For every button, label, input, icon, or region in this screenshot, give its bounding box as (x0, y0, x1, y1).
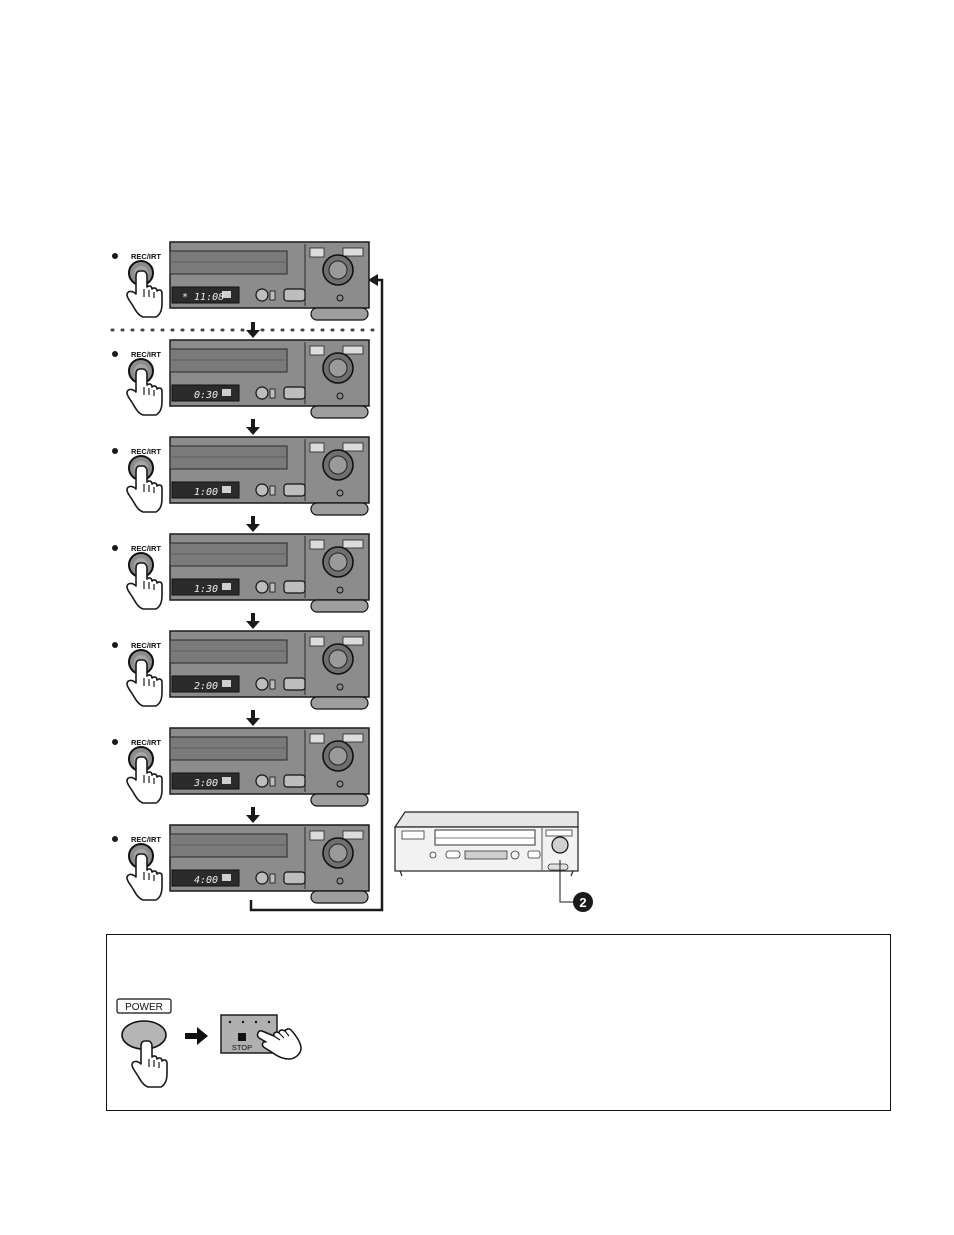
down-arrow-icon (246, 710, 260, 726)
callout-number: 2 (579, 895, 586, 910)
rec-irt-label: REC/IRT (131, 350, 161, 359)
power-label-box: POWER (117, 999, 171, 1013)
power-label: POWER (125, 1002, 163, 1013)
rec-irt-label: REC/IRT (131, 738, 161, 747)
vcr-step-7: REC/IRT 4:00 (112, 825, 369, 903)
vcr-step-3: REC/IRT 1:00 (112, 437, 369, 515)
stop-button[interactable] (238, 1033, 246, 1041)
vcr-step-4: REC/IRT 1:30 (112, 534, 369, 612)
rec-irt-label: REC/IRT (131, 252, 161, 261)
rec-irt-label: REC/IRT (131, 447, 161, 456)
display-readout: 1:30 (194, 584, 218, 595)
stop-label: STOP (232, 1043, 252, 1052)
down-arrow-icon (246, 322, 260, 338)
display-readout: 4:00 (194, 875, 218, 886)
rec-irt-label: REC/IRT (131, 835, 161, 844)
power-stop-box: POWER STOP (106, 934, 891, 1111)
down-arrow-icon (246, 516, 260, 532)
display-readout: 2:00 (194, 681, 218, 692)
rec-irt-label: REC/IRT (131, 544, 161, 553)
vcr-full-illustration (395, 812, 578, 902)
down-arrow-icon (246, 613, 260, 629)
down-arrow-icon (246, 419, 260, 435)
vcr-step-6: REC/IRT 3:00 (112, 728, 369, 806)
vcr-step-2: REC/IRT 0:30 (112, 340, 369, 418)
power-stop-illustration: POWER STOP (107, 935, 889, 1109)
right-arrow-icon (185, 1027, 208, 1045)
rec-irt-label: REC/IRT (131, 641, 161, 650)
vcr-step-1: REC/IRT * 11:08 (112, 242, 369, 320)
vcr-step-5: REC/IRT 2:00 (112, 631, 369, 709)
callout-badge: 2 (573, 892, 593, 912)
display-readout: * 11:08 (182, 292, 224, 303)
display-readout: 0:30 (194, 390, 218, 401)
pointing-hand-icon (258, 1029, 301, 1059)
down-arrow-icon (246, 807, 260, 823)
vcr-steps-figure: REC/IRT * 11:08 REC/IRT 0:30 REC/IRT 1:0… (0, 0, 954, 934)
display-readout: 1:00 (194, 487, 218, 498)
display-readout: 3:00 (193, 778, 218, 789)
